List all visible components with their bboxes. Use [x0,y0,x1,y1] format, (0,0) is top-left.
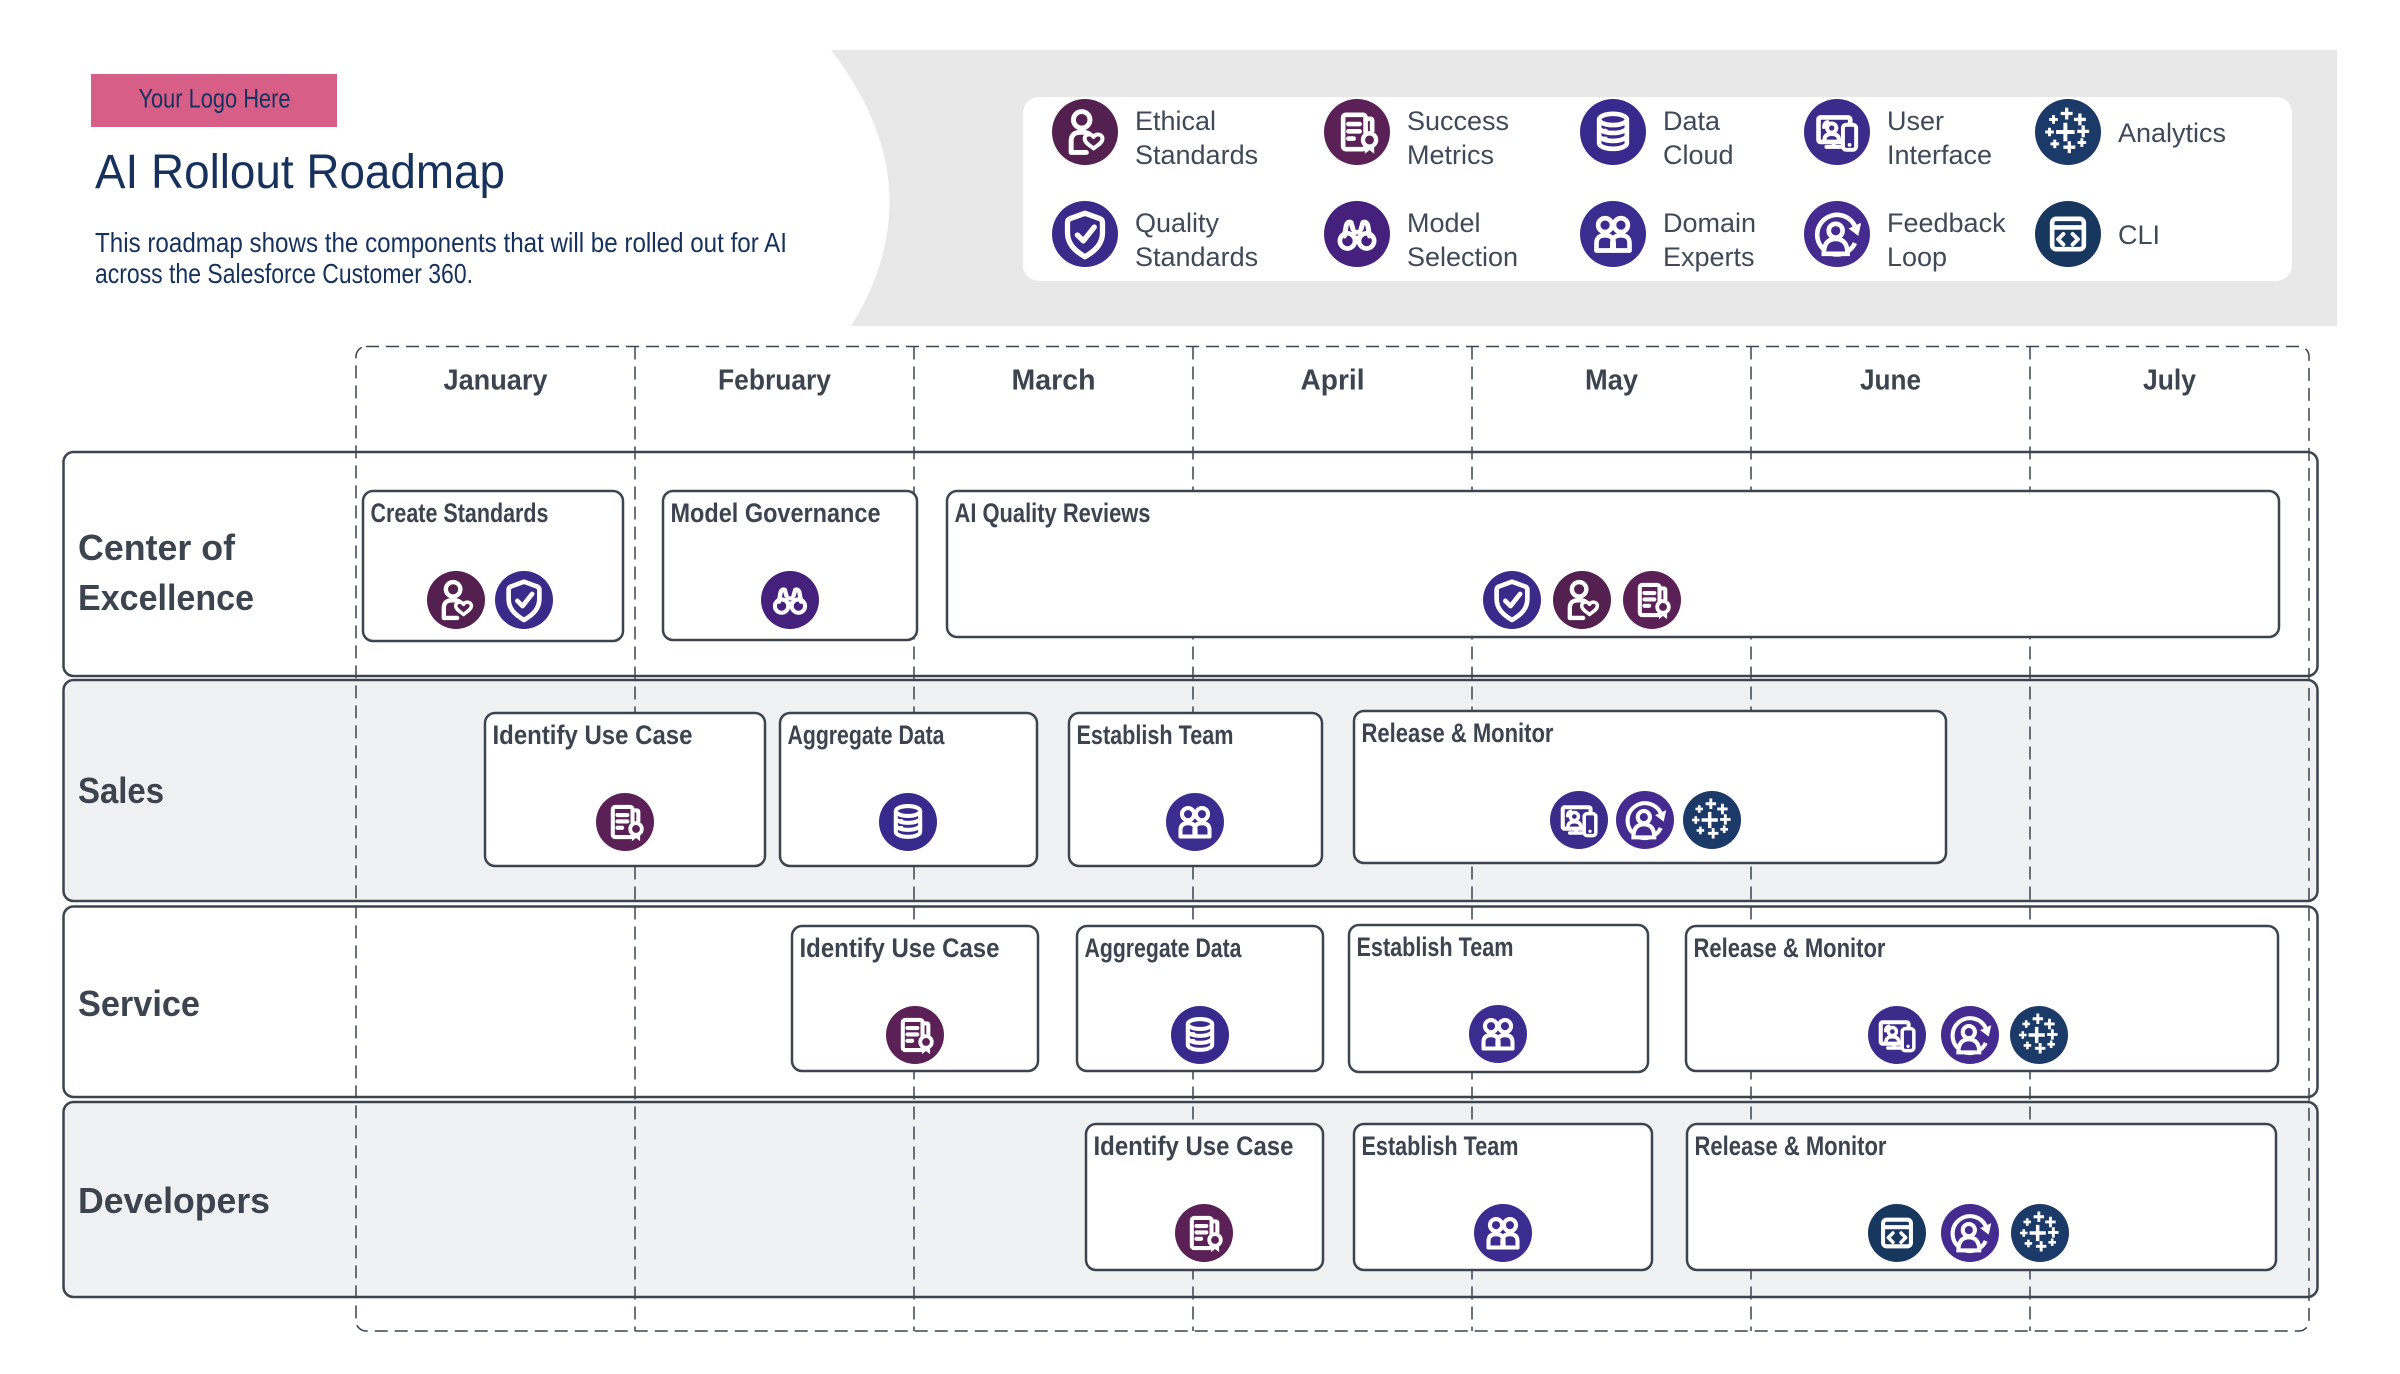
svg-text:February: February [718,365,831,397]
svg-text:Identify Use Case: Identify Use Case [1094,1131,1294,1161]
svg-text:Establish Team: Establish Team [1362,1131,1519,1161]
svg-text:Identify Use Case: Identify Use Case [493,720,693,750]
svg-text:Create Standards: Create Standards [371,498,549,528]
svg-text:Cloud: Cloud [1663,140,1734,170]
svg-text:Establish Team: Establish Team [1357,932,1514,962]
svg-text:Standards: Standards [1135,242,1258,272]
svg-text:Establish Team: Establish Team [1077,720,1234,750]
svg-text:Service: Service [78,983,200,1024]
svg-text:March: March [1012,365,1096,397]
svg-text:Model Governance: Model Governance [671,498,881,528]
svg-text:Analytics: Analytics [2118,118,2226,148]
svg-text:Center of: Center of [78,527,236,568]
svg-text:Developers: Developers [78,1180,270,1221]
svg-text:AI Quality Reviews: AI Quality Reviews [955,498,1151,528]
svg-text:Standards: Standards [1135,140,1258,170]
svg-text:Release & Monitor: Release & Monitor [1694,933,1886,963]
svg-text:Identify Use Case: Identify Use Case [800,933,1000,963]
svg-text:Quality: Quality [1135,208,1220,238]
svg-text:This roadmap shows the compone: This roadmap shows the components that w… [95,227,787,258]
svg-text:Ethical: Ethical [1135,106,1216,136]
svg-text:Aggregate Data: Aggregate Data [1085,933,1242,963]
svg-text:CLI: CLI [2118,220,2160,250]
svg-text:Release & Monitor: Release & Monitor [1362,718,1554,748]
svg-text:across the Salesforce Customer: across the Salesforce Customer 360. [95,258,473,289]
svg-text:Model: Model [1407,208,1481,238]
svg-text:May: May [1585,365,1638,397]
svg-text:Your Logo Here: Your Logo Here [139,84,291,114]
svg-text:Feedback: Feedback [1887,208,2006,238]
svg-text:Release & Monitor: Release & Monitor [1695,1131,1887,1161]
svg-text:AI Rollout Roadmap: AI Rollout Roadmap [95,146,505,199]
svg-text:Data: Data [1663,106,1721,136]
svg-text:User: User [1887,106,1944,136]
svg-text:Aggregate Data: Aggregate Data [788,720,945,750]
svg-text:June: June [1860,365,1921,397]
svg-text:April: April [1301,365,1365,397]
svg-text:Domain: Domain [1663,208,1756,238]
svg-text:Loop: Loop [1887,242,1947,272]
svg-text:Excellence: Excellence [78,577,254,618]
svg-text:January: January [444,365,548,397]
svg-text:Success: Success [1407,106,1509,136]
svg-text:Experts: Experts [1663,242,1755,272]
svg-text:Sales: Sales [78,770,164,811]
svg-text:Metrics: Metrics [1407,140,1494,170]
svg-text:Interface: Interface [1887,140,1992,170]
svg-text:Selection: Selection [1407,242,1518,272]
svg-text:July: July [2143,365,2196,397]
